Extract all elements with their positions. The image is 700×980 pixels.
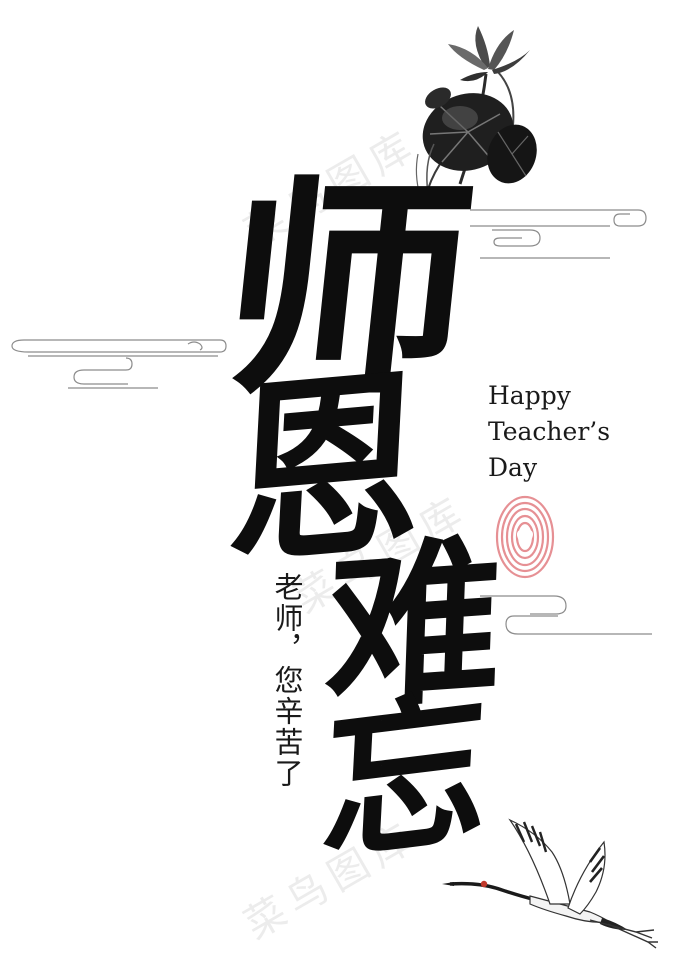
- english-title: Happy Teacher’s Day: [488, 378, 658, 486]
- cloud-icon: [480, 595, 652, 635]
- fingerprint-seal-icon: [495, 495, 555, 579]
- lotus-icon: [415, 26, 537, 197]
- subtitle-vertical: 老师，您辛苦了: [270, 572, 304, 789]
- english-title-line: Day: [488, 453, 538, 482]
- cloud-icon: [11, 339, 227, 389]
- cloud-icon: [470, 209, 647, 259]
- crane-icon: [442, 818, 658, 949]
- english-title-line: Happy: [488, 381, 571, 410]
- english-title-line: Teacher’s: [488, 417, 611, 446]
